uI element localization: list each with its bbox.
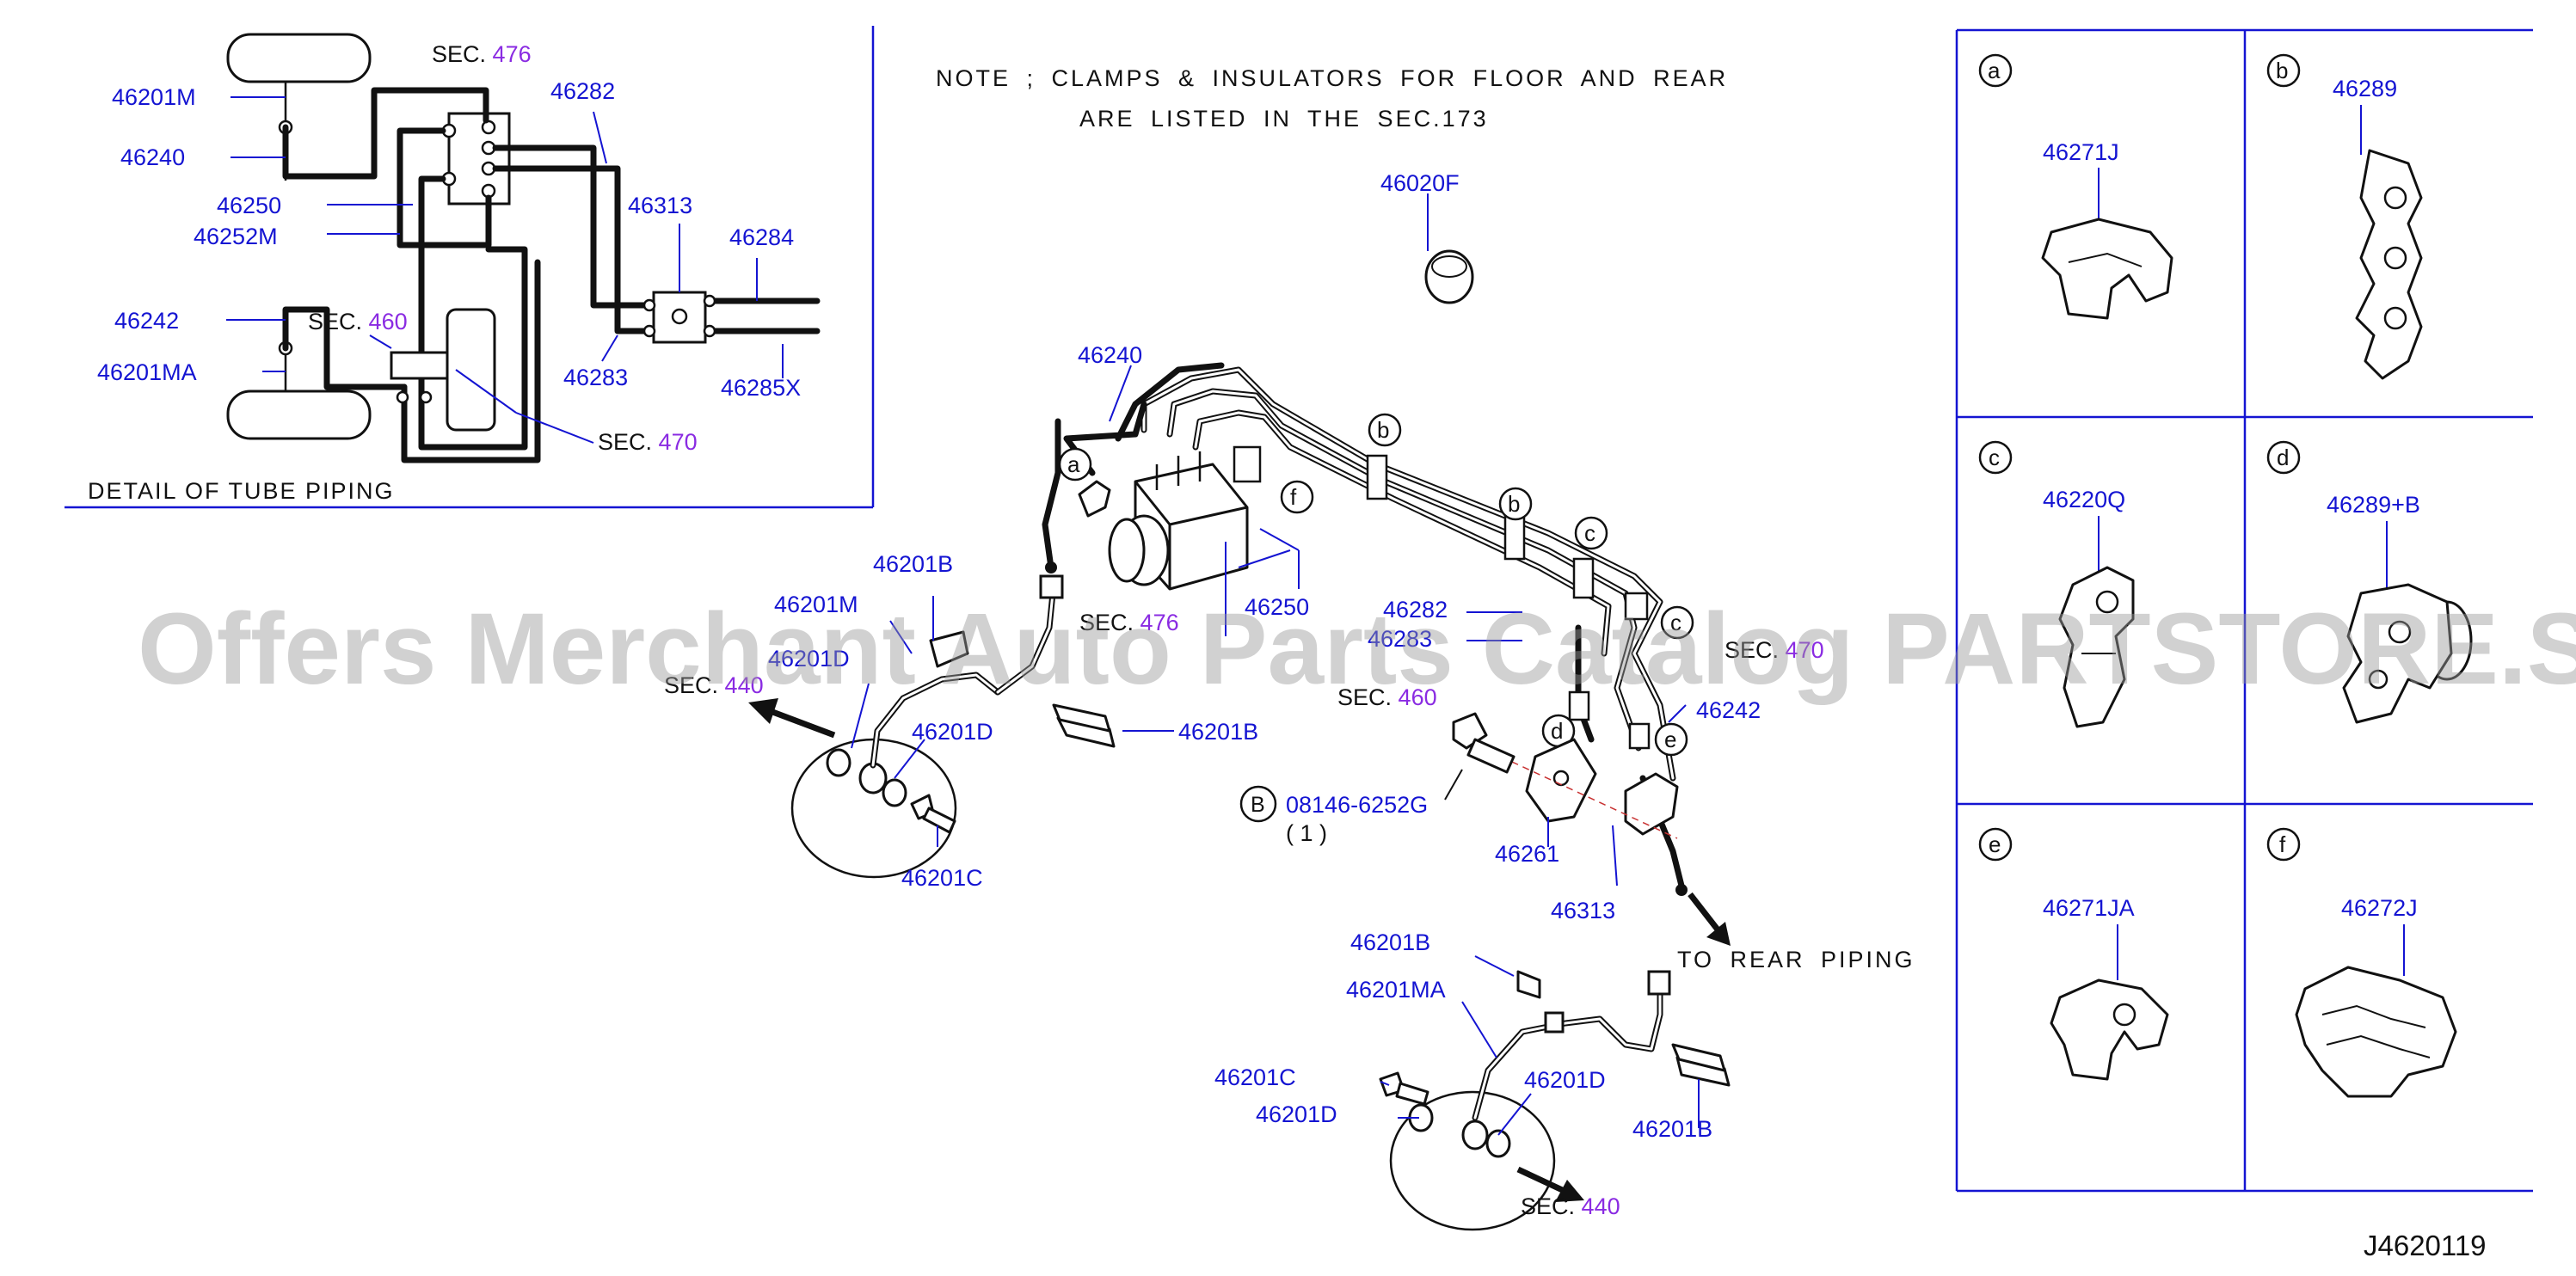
- part-46201MA: 46201MA: [97, 359, 197, 385]
- part-46201B-front: 46201B: [873, 551, 953, 577]
- part-46201C-front: 46201C: [901, 865, 983, 891]
- diagram-id: J4620119: [2364, 1230, 2487, 1261]
- part-46313-main: 46313: [1551, 898, 1615, 923]
- part-46261: 46261: [1495, 841, 1559, 867]
- clip-cell-a: a 46271J: [1978, 53, 2173, 320]
- bolt-callout-circle: [1239, 785, 1277, 823]
- clip-cell-e: e 46271JA: [1978, 827, 2169, 1081]
- front-left-hose: [790, 574, 1116, 879]
- svg-text:46220Q: 46220Q: [2043, 487, 2125, 512]
- part-46201C-rear: 46201C: [1214, 1064, 1296, 1090]
- part-46201D-rear-a: 46201D: [1256, 1101, 1337, 1127]
- connector-46313: [1624, 772, 1679, 836]
- part-46282: 46282: [550, 78, 615, 104]
- main-sec-440-rear: SEC. 440: [1521, 1193, 1620, 1219]
- bolt-part-number: 08146-6252G: [1286, 792, 1428, 818]
- bolt-08146: [1444, 712, 1515, 801]
- part-46201M: 46201M: [112, 84, 196, 110]
- callout-d: d: [1551, 718, 1563, 744]
- detail-caption: DETAIL OF TUBE PIPING: [88, 478, 395, 504]
- hydraulic-unit: [1108, 451, 1249, 591]
- clip-cell-f: f 46272J: [2266, 827, 2457, 1098]
- svg-text:d: d: [2277, 445, 2289, 470]
- part-46201D-rear-b: 46201D: [1524, 1067, 1606, 1093]
- clip-cell-b: b 46289: [2266, 53, 2423, 380]
- svg-text:46271JA: 46271JA: [2043, 895, 2135, 921]
- detail-sec-476: SEC. 476: [432, 41, 532, 67]
- svg-text:b: b: [2276, 58, 2288, 83]
- note-line-2: ARE LISTED IN THE SEC.173: [1079, 106, 1489, 132]
- part-46252M: 46252M: [194, 224, 278, 249]
- svg-text:c: c: [1989, 445, 2000, 470]
- main-sec-460: SEC. 460: [1337, 684, 1437, 710]
- part-46242: 46242: [114, 308, 179, 334]
- svg-text:e: e: [1989, 831, 2001, 857]
- bolt-callout-letter: B: [1251, 793, 1265, 817]
- detail-master-cylinder: [446, 308, 496, 432]
- front-axle-wheel: [226, 33, 372, 83]
- callout-b-1: b: [1377, 417, 1389, 443]
- main-assembly: a f b b c c d e: [664, 170, 1915, 1231]
- watermark: Offers Merchant Auto Parts Catalog PARTS…: [138, 592, 2576, 706]
- main-sec-476: SEC. 476: [1079, 610, 1179, 635]
- part-46283-main: 46283: [1368, 626, 1432, 652]
- clip-cell-c: c 46220Q: [1978, 440, 2135, 728]
- callout-c-1: c: [1584, 520, 1595, 546]
- callout-a: a: [1067, 451, 1080, 477]
- part-46020F: 46020F: [1380, 170, 1460, 196]
- part-46285X: 46285X: [721, 375, 801, 401]
- callout-b-2: b: [1508, 491, 1520, 517]
- bolt-quantity: ( 1 ): [1286, 820, 1327, 846]
- part-46201B-rear-b: 46201B: [1632, 1116, 1712, 1142]
- rear-right-hose: [1379, 970, 1731, 1231]
- clip-table: a 46271J b 46289 c 46220Q: [1955, 28, 2533, 1193]
- part-46201D-front-hidden: 46201D: [768, 646, 850, 672]
- clip-cell-d: d 46289+B: [2266, 440, 2473, 724]
- to-rear-piping: TO REAR PIPING: [1677, 947, 1915, 972]
- part-46201MA-main: 46201MA: [1346, 977, 1446, 1003]
- svg-text:f: f: [2279, 831, 2286, 857]
- detail-tube-piping: SEC. 476 46201M 46240 46250 46252M 46242…: [65, 26, 875, 509]
- part-46250-main: 46250: [1245, 594, 1309, 620]
- part-46242-main: 46242: [1696, 697, 1761, 723]
- main-sec-440-front: SEC. 440: [664, 672, 764, 698]
- main-sec-470: SEC. 470: [1725, 637, 1824, 663]
- svg-text:46271J: 46271J: [2043, 139, 2119, 165]
- callout-c-2: c: [1670, 610, 1681, 635]
- part-46201B-rear-a: 46201B: [1350, 929, 1430, 955]
- part-46201M-main: 46201M: [774, 592, 858, 617]
- part-46313: 46313: [628, 193, 692, 218]
- part-46283: 46283: [563, 365, 628, 390]
- svg-text:46289: 46289: [2333, 76, 2397, 101]
- detail-sec-470: SEC. 470: [598, 429, 698, 455]
- part-46240: 46240: [120, 144, 185, 170]
- part-46284: 46284: [729, 224, 794, 250]
- svg-text:a: a: [1988, 58, 2001, 83]
- part-46201D-front: 46201D: [912, 719, 993, 745]
- detail-junction-block: [447, 112, 511, 206]
- part-46282-main: 46282: [1383, 597, 1448, 623]
- svg-text:46289+B: 46289+B: [2327, 492, 2420, 518]
- callout-f: f: [1290, 484, 1297, 510]
- note-line-1: NOTE ; CLAMPS & INSULATORS FOR FLOOR AND…: [936, 65, 1728, 91]
- detail-sec-460: SEC. 460: [308, 309, 408, 334]
- part-46250: 46250: [217, 193, 281, 218]
- rear-axle-wheel: [226, 390, 372, 440]
- callout-e: e: [1664, 727, 1676, 752]
- svg-text:46272J: 46272J: [2341, 895, 2418, 921]
- part-46201B-clip: 46201B: [1178, 719, 1258, 745]
- part-46240-main: 46240: [1078, 342, 1142, 368]
